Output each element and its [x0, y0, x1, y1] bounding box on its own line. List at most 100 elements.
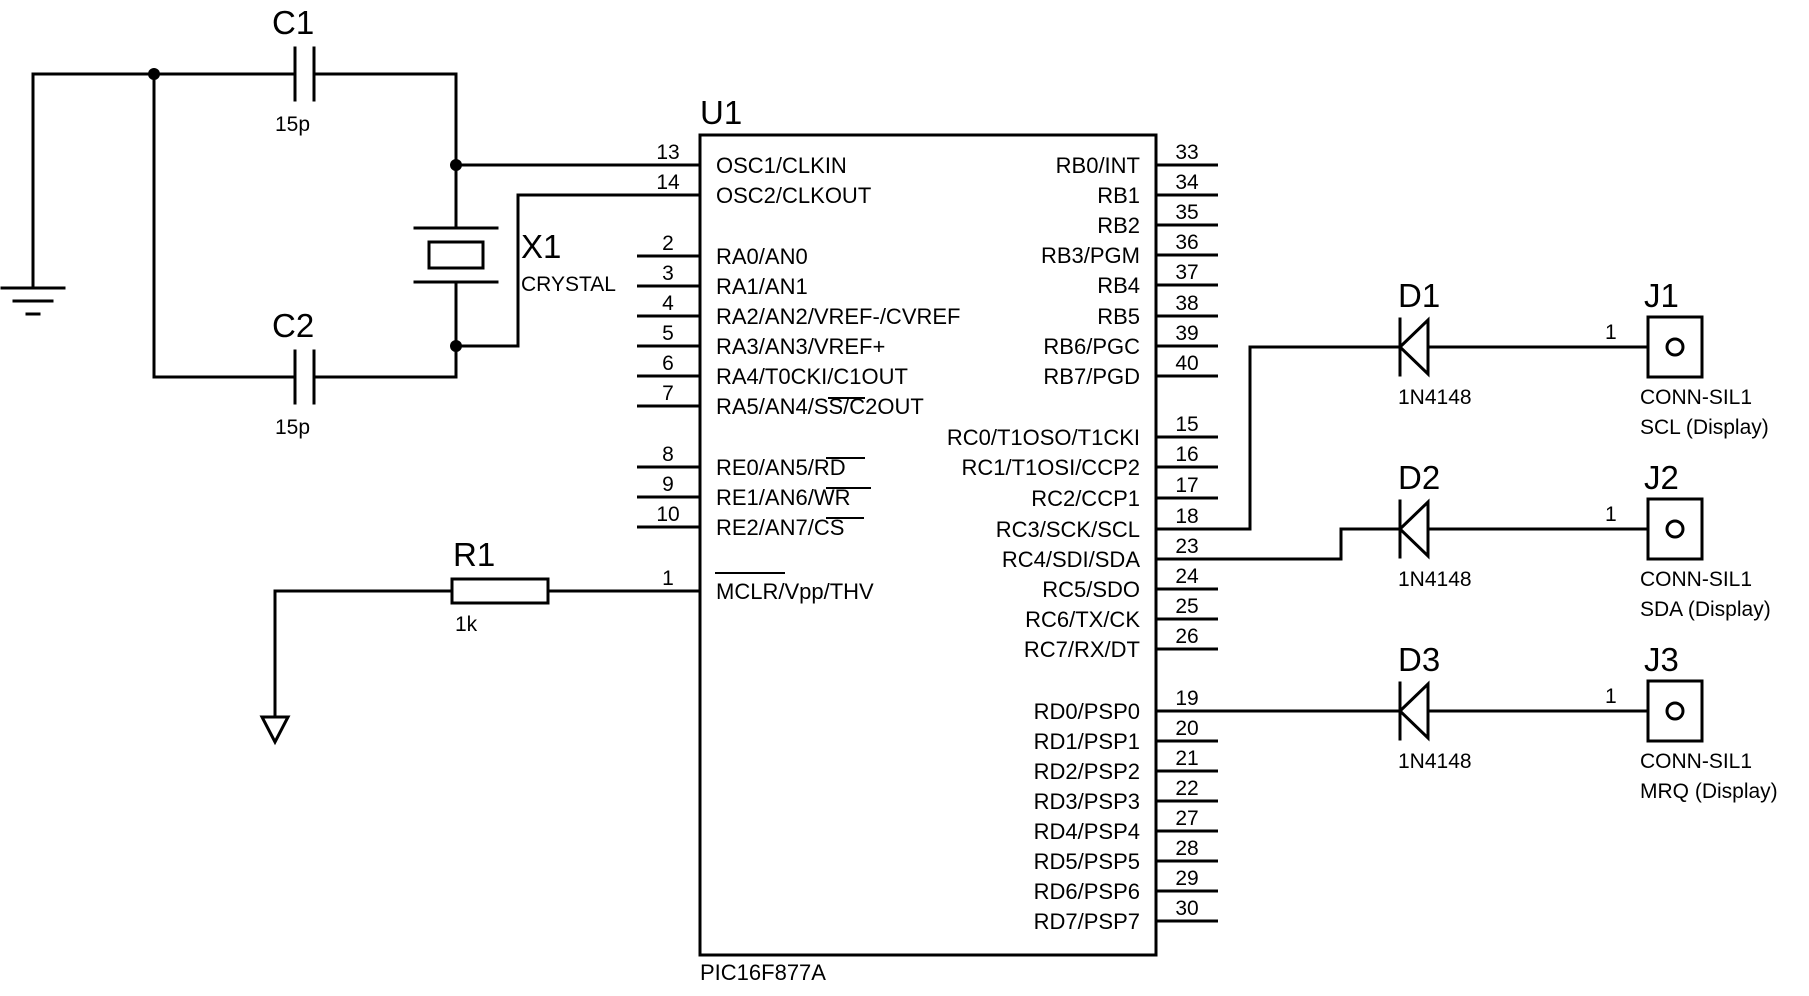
pin-number: 26 — [1175, 625, 1198, 648]
u1-ref: U1 — [700, 94, 742, 131]
pin-number: 15 — [1175, 413, 1198, 436]
u1-left-pins: 13OSC1/CLKIN14OSC2/CLKOUT2RA0/AN03RA1/AN… — [637, 141, 961, 604]
connector-pin-circle — [1665, 519, 1685, 539]
pin-label: RD0/PSP0 — [1034, 699, 1140, 724]
diode-ref: D3 — [1398, 641, 1440, 678]
pin-label: RC3/SCK/SCL — [996, 517, 1140, 542]
diode-ref: D1 — [1398, 277, 1440, 314]
connector-pin-number: 1 — [1605, 685, 1617, 708]
connector-ref: J1 — [1644, 277, 1679, 314]
pin-label: RB5 — [1097, 304, 1140, 329]
connector-body — [1646, 497, 1704, 561]
connector-label: SDA (Display) — [1640, 598, 1771, 621]
pin-number: 7 — [662, 382, 674, 405]
output-wiring — [1216, 345, 1402, 713]
pin-number: 5 — [662, 322, 674, 345]
diode-triangle — [1397, 316, 1430, 378]
diode-ref: D2 — [1398, 459, 1440, 496]
pin-label: RE0/AN5/RD — [716, 455, 846, 480]
oscillator-network: C1 15p C2 15p X1 CRYSTAL — [0, 4, 702, 439]
connector-body — [1646, 315, 1704, 379]
pin-number: 24 — [1175, 565, 1199, 588]
connector-label: SCL (Display) — [1640, 416, 1769, 439]
pin-label: RD3/PSP3 — [1034, 789, 1140, 814]
pin-label: RC6/TX/CK — [1025, 607, 1140, 632]
connector-pin-circle — [1665, 701, 1685, 721]
c2-value: 15p — [275, 416, 310, 439]
r1-value: 1k — [455, 613, 478, 636]
pin-label: RB4 — [1097, 273, 1140, 298]
pin-label: RE1/AN6/WR — [716, 485, 850, 510]
pin-label: RC5/SDO — [1042, 577, 1140, 602]
u1-part-number: PIC16F877A — [700, 960, 826, 985]
c1-ref: C1 — [272, 4, 314, 41]
pin-number: 8 — [662, 443, 674, 466]
pin-number: 3 — [662, 262, 674, 285]
pin-label: RD7/PSP7 — [1034, 909, 1140, 934]
pin-number: 14 — [656, 171, 680, 194]
diode-value: 1N4148 — [1398, 386, 1472, 409]
pin-number: 16 — [1175, 443, 1198, 466]
pin-label: RA1/AN1 — [716, 274, 808, 299]
connector-label: MRQ (Display) — [1640, 780, 1778, 803]
pin-number: 10 — [656, 503, 679, 526]
pin-number: 37 — [1175, 261, 1198, 284]
pin-number: 1 — [662, 567, 674, 590]
x1-value: CRYSTAL — [521, 273, 616, 296]
pin-number: 38 — [1175, 292, 1198, 315]
pin-label: RA2/AN2/VREF-/CVREF — [716, 304, 961, 329]
pin-label: RC2/CCP1 — [1031, 486, 1140, 511]
pin-label: RB7/PGD — [1043, 364, 1140, 389]
connector-value: CONN-SIL1 — [1640, 386, 1752, 409]
pin-number: 6 — [662, 352, 674, 375]
pin-label: RA5/AN4/SS/C2OUT — [716, 394, 924, 419]
pin-number: 17 — [1175, 474, 1198, 497]
pin-number: 18 — [1175, 505, 1198, 528]
pin-number: 30 — [1175, 897, 1198, 920]
pin-label: MCLR/Vpp/THV — [716, 579, 874, 604]
ic-u1: U1 PIC16F877A 13OSC1/CLKIN14OSC2/CLKOUT2… — [637, 94, 1218, 985]
pin-number: 23 — [1175, 535, 1198, 558]
ground-symbol-reset — [259, 715, 291, 746]
pin-number: 36 — [1175, 231, 1198, 254]
pin-label: RD4/PSP4 — [1034, 819, 1140, 844]
pin-label: RD1/PSP1 — [1034, 729, 1140, 754]
connector-pin-number: 1 — [1605, 503, 1617, 526]
pin-label: RC7/RX/DT — [1024, 637, 1140, 662]
x1-ref: X1 — [521, 228, 561, 265]
connector-value: CONN-SIL1 — [1640, 568, 1752, 591]
pin-label: RB1 — [1097, 183, 1140, 208]
pin-number: 22 — [1175, 777, 1198, 800]
r1-ref: R1 — [453, 536, 495, 573]
diode-d1: D1 1N4148 — [1397, 277, 1650, 409]
pin-label: RB3/PGM — [1041, 243, 1140, 268]
